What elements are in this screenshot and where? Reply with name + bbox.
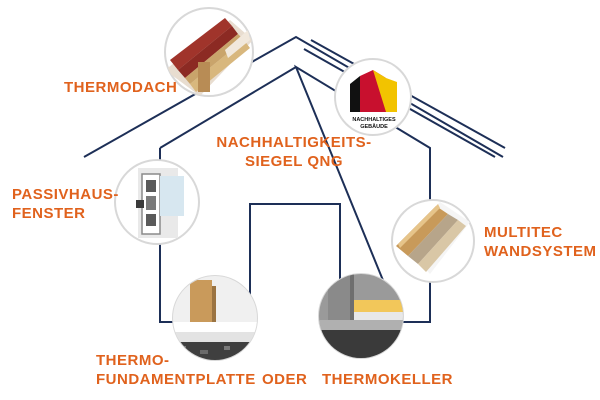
roof-cross-section-icon xyxy=(164,7,254,97)
label-passivhaus: PASSIVHAUS- FENSTER xyxy=(12,185,119,223)
label-thermodach: THERMODACH xyxy=(64,78,177,97)
badge-line1: NACHHALTIGES xyxy=(352,117,396,123)
label-siegel-line2: SIEGEL QNG xyxy=(244,153,344,170)
label-multitec: MULTITEC WANDSYSTEM xyxy=(484,223,597,261)
window-profile-icon xyxy=(114,159,200,245)
label-multitec-line1: MULTITEC xyxy=(484,224,563,241)
label-multitec-line2: WANDSYSTEM xyxy=(484,243,597,260)
qng-seal-icon: NACHHALTIGES GEBÄUDE xyxy=(334,58,412,136)
label-oder: ODER xyxy=(262,370,307,389)
house-outline-left xyxy=(159,66,297,149)
label-fundament-line1: THERMO- xyxy=(96,352,170,369)
floor-slab-icon xyxy=(172,275,258,361)
label-fundament: THERMO- FUNDAMENTPLATTE xyxy=(96,351,256,389)
label-thermodach-text: THERMODACH xyxy=(64,79,178,96)
label-thermokeller-text: THERMOKELLER xyxy=(322,371,453,388)
label-passivhaus-line1: PASSIVHAUS- xyxy=(12,186,119,203)
wall-panel-icon xyxy=(391,199,475,283)
label-siegel: NACHHALTIGKEITS- SIEGEL QNG xyxy=(214,133,374,171)
label-passivhaus-line2: FENSTER xyxy=(12,205,86,222)
label-thermokeller: THERMOKELLER xyxy=(322,370,453,389)
label-oder-text: ODER xyxy=(262,371,308,388)
label-fundament-line2: FUNDAMENTPLATTE xyxy=(96,371,256,388)
badge-line2: GEBÄUDE xyxy=(360,123,388,130)
label-siegel-line1: NACHHALTIGKEITS- xyxy=(216,134,372,151)
basement-wall-icon xyxy=(318,273,404,359)
